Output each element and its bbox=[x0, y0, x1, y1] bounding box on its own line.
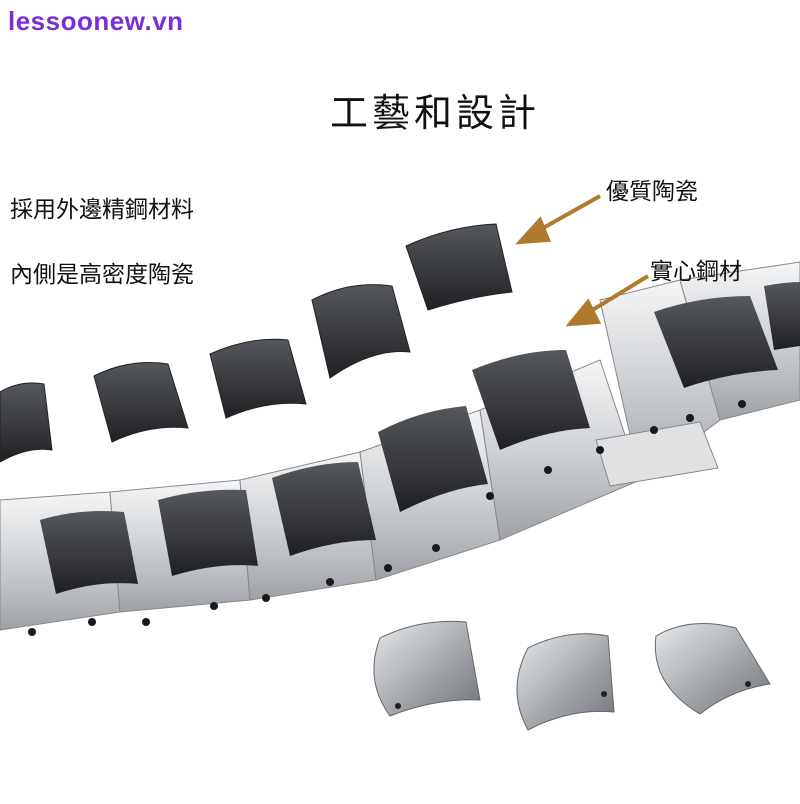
label-ceramic: 優質陶瓷 bbox=[606, 179, 698, 205]
loose-ceramic-pieces bbox=[0, 223, 513, 463]
steel-plugs bbox=[373, 620, 771, 731]
label-outer-steel: 採用外邊精鋼材料 bbox=[10, 197, 194, 223]
ceramic-inlays bbox=[40, 282, 800, 594]
label-steel: 實心鋼材 bbox=[650, 259, 742, 285]
page-title: 工藝和設計 bbox=[330, 91, 541, 135]
watermark: lessoonew.vn bbox=[8, 6, 184, 36]
arrow-icons bbox=[515, 194, 650, 327]
pin-holes bbox=[28, 400, 746, 636]
label-inner-ceramic: 內側是高密度陶瓷 bbox=[10, 262, 194, 288]
